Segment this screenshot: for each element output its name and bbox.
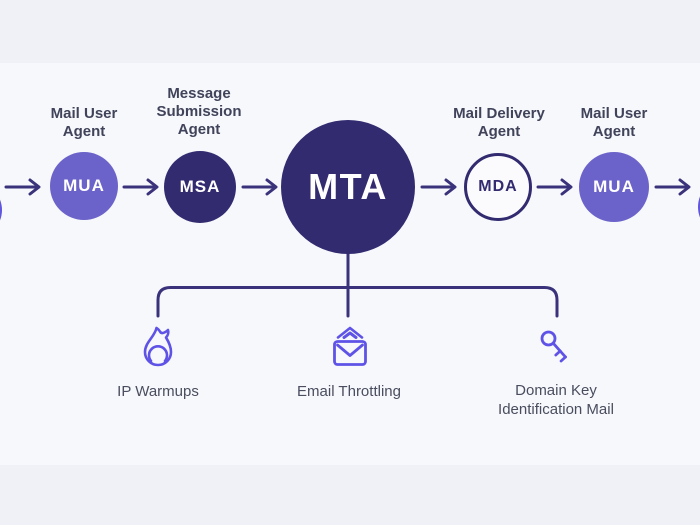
node-abbr: MUA: [593, 177, 635, 196]
background-band-bottom: [0, 465, 700, 525]
label-ip-warmups: IP Warmups: [117, 383, 199, 400]
node-msa: MSA: [164, 151, 236, 223]
flame-icon: [143, 326, 173, 367]
label-mail-user-agent-right: Mail User Agent: [580, 105, 648, 140]
edge-node-left: [0, 199, 2, 221]
arrow-mua-to-msa: [122, 178, 159, 196]
node-mta: MTA: [281, 120, 415, 254]
key-icon: [540, 330, 567, 363]
envelope-send-icon: [333, 326, 367, 366]
arrow-mda-to-mua: [536, 178, 573, 196]
label-mail-delivery-agent: Mail Delivery Agent: [453, 105, 545, 140]
label-mail-user-agent-left: Mail User Agent: [50, 105, 118, 140]
node-abbr: MTA: [308, 166, 388, 207]
node-mda: MDA: [464, 153, 532, 221]
node-abbr: MUA: [63, 176, 105, 195]
feature-bracket: [156, 286, 559, 318]
label-email-throttling: Email Throttling: [297, 383, 401, 400]
label-domain-key-identification-mail: Domain Key Identification Mail: [498, 382, 614, 418]
background-band-top: [0, 0, 700, 63]
arrow-into-mua-left: [4, 178, 41, 196]
label-message-submission-agent: Message Submission Agent: [156, 85, 242, 138]
node-mua-right: MUA: [579, 152, 649, 222]
arrow-msa-to-mta: [241, 178, 278, 196]
node-abbr: MDA: [478, 178, 518, 195]
node-mua-left: MUA: [50, 152, 118, 220]
arrow-out-of-mua-right: [654, 178, 691, 196]
arrow-mta-to-mda: [420, 178, 457, 196]
node-abbr: MSA: [179, 177, 221, 196]
